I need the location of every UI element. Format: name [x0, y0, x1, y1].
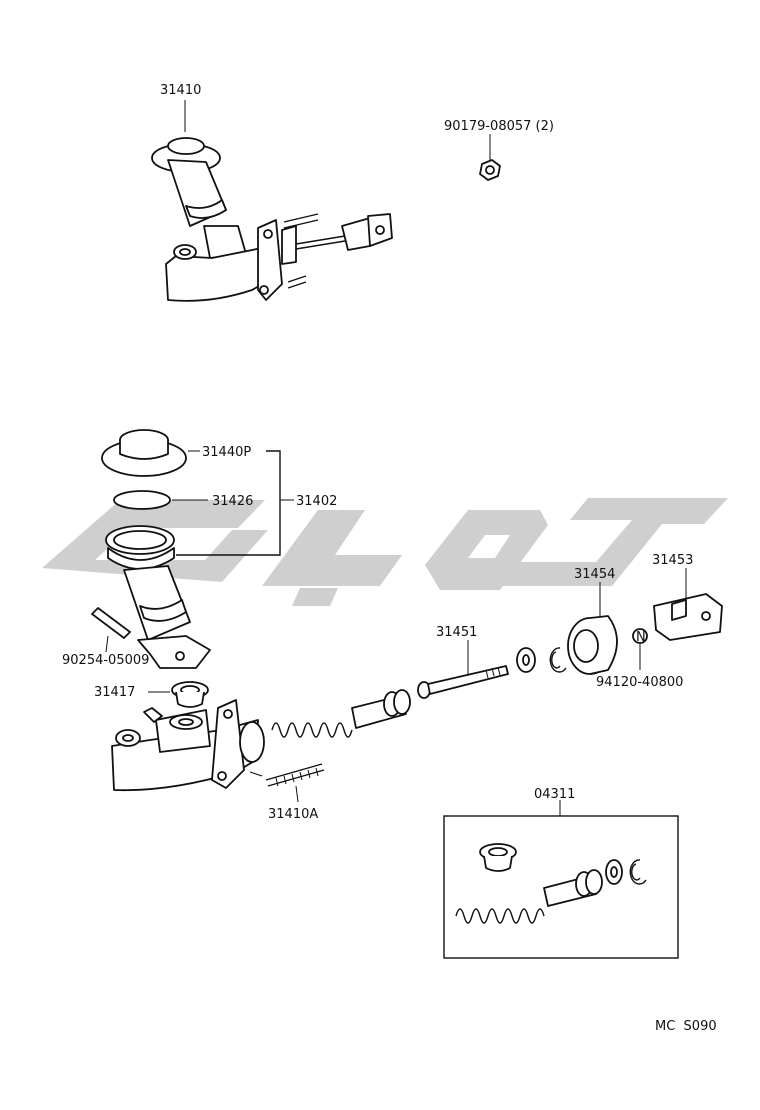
boot-31454: [567, 582, 618, 675]
label-31410a: 31410A: [268, 807, 318, 822]
spring-and-piston: [271, 640, 509, 738]
label-31410: 31410: [160, 83, 201, 98]
boot-and-tube: [105, 525, 211, 669]
label-90254: 90254-05009: [62, 653, 149, 668]
repair-kit-04311: [443, 800, 679, 959]
diaphragm: [113, 490, 208, 510]
label-31453: 31453: [652, 553, 693, 568]
label-31426: 31426: [212, 494, 253, 509]
washer-and-snap-ring: [516, 647, 567, 673]
label-31451: 31451: [436, 625, 477, 640]
label-31402: 31402: [296, 494, 337, 509]
label-90179: 90179-08057 (2): [444, 119, 554, 134]
bracket-31402: [176, 450, 294, 556]
grommet-31417: [148, 681, 209, 708]
svg-text:N: N: [636, 630, 646, 645]
clevis-31453: [653, 568, 723, 641]
cylinder-body: [111, 699, 265, 792]
label-31440p: 31440P: [202, 445, 251, 460]
label-31454: 31454: [574, 567, 615, 582]
label-94120: 94120-40800: [596, 675, 683, 690]
nut-94120: N: [632, 628, 648, 670]
master-cylinder-assembly-top: [151, 100, 393, 302]
label-04311: 04311: [534, 787, 575, 802]
bolt-90179: [479, 134, 501, 181]
stud-31410a: [265, 763, 325, 803]
watermark-logo: [42, 498, 728, 606]
pin-90254: [91, 607, 131, 653]
label-31417: 31417: [94, 685, 135, 700]
diagram-code: MC S090: [655, 1019, 717, 1034]
reservoir-cap: [101, 429, 200, 477]
